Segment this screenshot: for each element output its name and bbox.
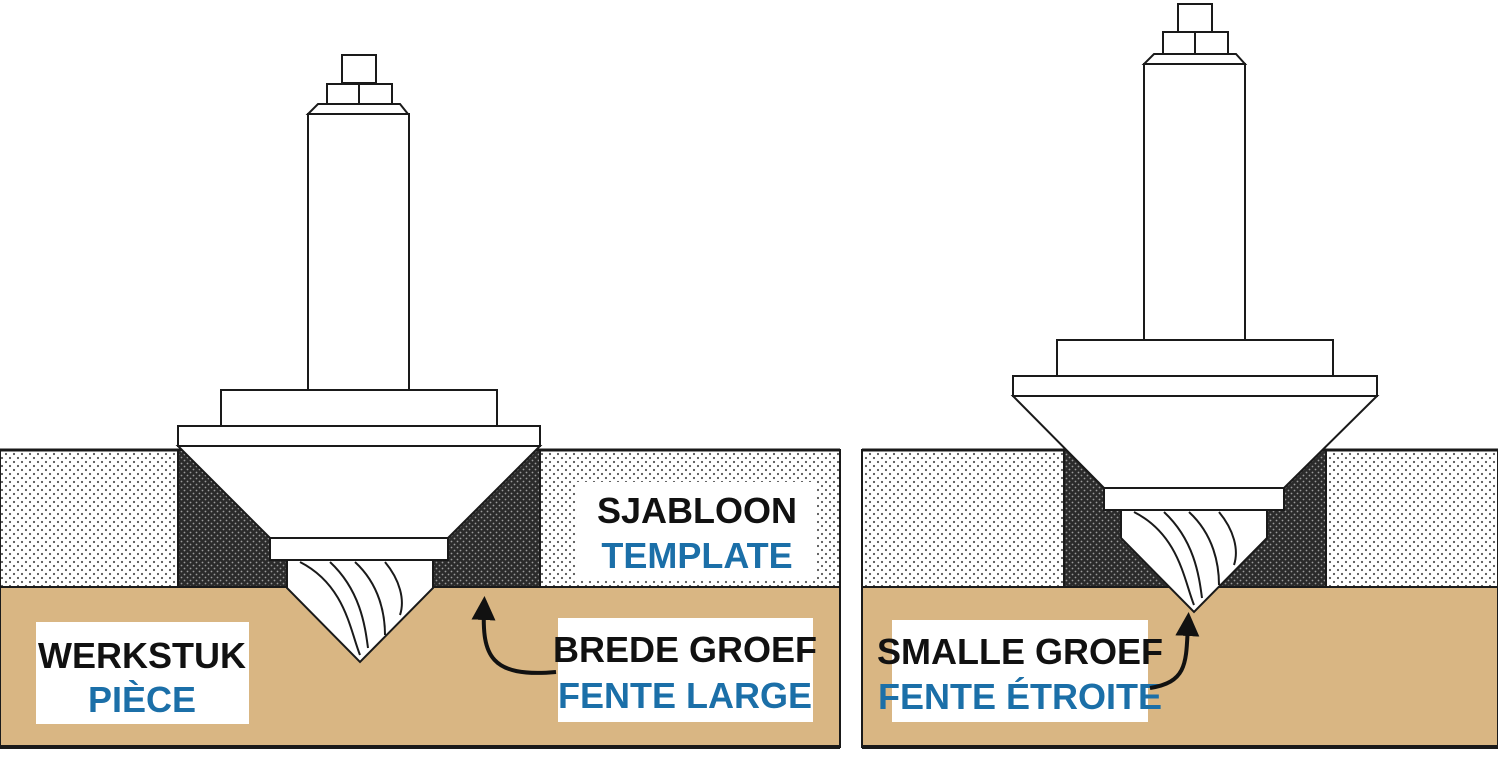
narrow-groove-label-fr: FENTE ÉTROITE <box>878 676 1162 717</box>
wide-groove-label: BREDE GROEF FENTE LARGE <box>553 618 817 722</box>
wide-groove-label-nl: BREDE GROEF <box>553 629 817 670</box>
narrow-groove-label-nl: SMALLE GROEF <box>877 631 1163 672</box>
workpiece-label: WERKSTUK PIÈCE <box>36 622 249 724</box>
narrow-groove-arrow <box>1149 612 1200 690</box>
workpiece-label-fr: PIÈCE <box>88 679 196 720</box>
narrow-groove-label: SMALLE GROEF FENTE ÉTROITE <box>877 620 1163 722</box>
left-panel: SJABLOON TEMPLATE WERKSTUK PIÈCE BREDE G… <box>0 54 841 749</box>
workpiece-label-nl: WERKSTUK <box>38 635 246 676</box>
wide-groove-label-fr: FENTE LARGE <box>558 675 812 716</box>
router-bit-left <box>175 54 543 664</box>
template-label-nl: SJABLOON <box>597 490 797 531</box>
template-label-fr: TEMPLATE <box>601 535 792 576</box>
wide-groove-arrow <box>471 596 557 675</box>
right-panel: SMALLE GROEF FENTE ÉTROITE <box>861 3 1498 749</box>
router-bit-right <box>1010 3 1380 614</box>
template-label: SJABLOON TEMPLATE <box>577 482 817 580</box>
